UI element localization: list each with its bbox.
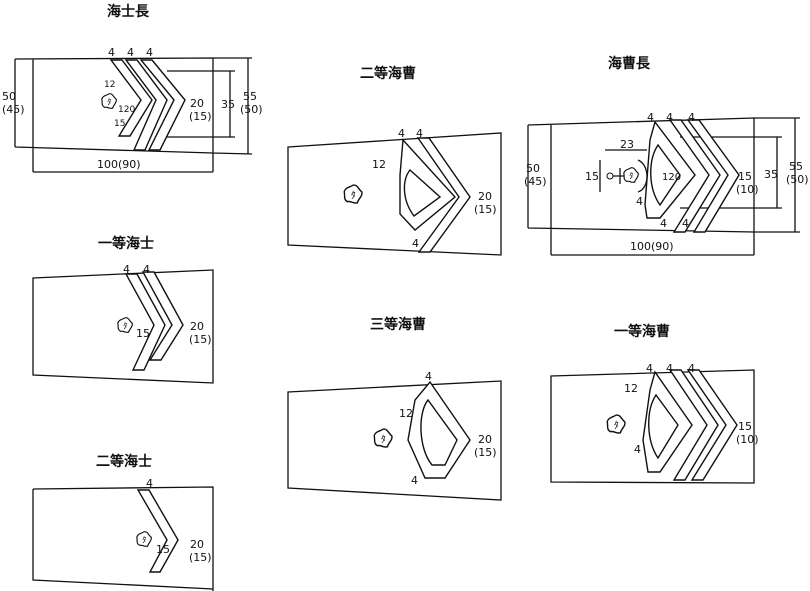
dimension-labels: 4 12 20 (15) 4 [399,370,497,487]
svg-text:(50): (50) [786,173,809,186]
chevron-stripe [407,380,471,479]
panel-title: 二等海曹 [360,65,416,82]
dimension-labels: 4 4 4 12 4 15 (10) [624,362,759,456]
cherry-blossom-icon [117,317,133,333]
panel-ittokaiso: 一等海曹 4 4 4 12 4 15 (10) [550,323,759,484]
svg-text:35: 35 [764,168,778,181]
dimension-labels: 4 4 15 20 (15) [123,263,212,346]
svg-text:4: 4 [688,362,695,375]
svg-text:4: 4 [411,474,418,487]
panel-title: 一等海曹 [614,323,670,340]
panel-nitokaishi: 二等海士 4 15 20 (15) [32,453,214,591]
svg-text:4: 4 [146,477,153,490]
panel-santokaiso: 三等海曹 4 12 20 (15) 4 [287,316,502,501]
dimension-labels: 4 4 4 12 120 15 20 (15) 50 (45) 35 55 (5… [2,46,263,171]
svg-text:15: 15 [114,119,125,129]
svg-text:23: 23 [620,138,634,151]
svg-text:4: 4 [660,217,667,230]
chevron-stripes [642,369,738,481]
svg-text:4: 4 [647,111,654,124]
svg-text:4: 4 [634,443,641,456]
svg-text:(10): (10) [736,183,759,196]
panel-title: 海曹長 [608,55,651,72]
svg-text:15: 15 [156,543,170,556]
panel-kaisocho: 海曹長 4 4 4 23 15 120 4 4 4 15 (10) 35 55 [524,55,809,256]
svg-text:20: 20 [190,97,204,110]
panel-title: 二等海士 [96,453,152,470]
svg-text:4: 4 [636,195,643,208]
svg-text:15: 15 [136,327,150,340]
panel-kaishicho: 海士長 4 4 4 12 120 15 20 (15) 50 (45) 35 5… [2,3,263,173]
svg-text:120: 120 [662,172,681,183]
anchor-and-blossom-icon [606,159,648,193]
svg-text:4: 4 [108,46,115,59]
svg-text:15: 15 [585,170,599,183]
chevron-stripe [136,489,179,573]
svg-text:(15): (15) [189,333,212,346]
cherry-blossom-icon [136,531,152,547]
svg-text:4: 4 [666,111,673,124]
cherry-blossom-icon [606,414,626,434]
svg-text:(15): (15) [474,446,497,459]
svg-text:4: 4 [127,46,134,59]
svg-text:4: 4 [412,237,419,250]
panel-title: 三等海曹 [370,316,426,333]
svg-text:12: 12 [624,382,638,395]
svg-text:4: 4 [398,127,405,140]
svg-text:35: 35 [221,98,235,111]
svg-text:(15): (15) [189,551,212,564]
svg-text:4: 4 [682,217,689,230]
svg-text:20: 20 [478,433,492,446]
dimension-labels: 4 4 12 20 (15) 4 [372,127,497,250]
panel-nitokaiso: 二等海曹 4 4 12 20 (15) 4 [287,65,502,256]
svg-text:55: 55 [789,160,803,173]
cherry-blossom-icon [343,184,363,204]
chevron-stripes [644,119,740,233]
panel-ittokaishi: 一等海士 4 4 15 20 (15) [32,235,214,384]
svg-text:(50): (50) [240,103,263,116]
svg-text:(15): (15) [474,203,497,216]
dimension-lines [14,57,253,173]
panel-title: 海士長 [107,3,150,20]
svg-text:(45): (45) [2,103,25,116]
svg-text:55: 55 [243,90,257,103]
svg-text:100(90): 100(90) [97,158,141,171]
svg-text:12: 12 [399,407,413,420]
svg-text:4: 4 [425,370,432,383]
svg-text:50: 50 [2,90,16,103]
svg-text:20: 20 [478,190,492,203]
svg-text:50: 50 [526,162,540,175]
svg-text:120: 120 [118,105,135,115]
svg-text:15: 15 [738,420,752,433]
svg-text:4: 4 [416,127,423,140]
cherry-blossom-icon [101,93,117,109]
svg-text:4: 4 [646,362,653,375]
dimension-labels: 4 15 20 (15) [146,477,212,564]
cherry-blossom-icon [373,428,393,448]
svg-text:4: 4 [143,263,150,276]
dimension-labels: 4 4 4 23 15 120 4 4 4 15 (10) 35 55 (50)… [524,111,809,253]
svg-text:(15): (15) [189,110,212,123]
svg-text:20: 20 [190,320,204,333]
svg-text:15: 15 [738,170,752,183]
svg-text:100(90): 100(90) [630,240,674,253]
chevron-stripes [109,59,186,151]
svg-text:4: 4 [666,362,673,375]
svg-text:4: 4 [688,111,695,124]
svg-text:12: 12 [104,80,115,90]
svg-text:(10): (10) [736,433,759,446]
chevron-stripes [399,137,471,253]
svg-text:(45): (45) [524,175,547,188]
svg-text:20: 20 [190,538,204,551]
svg-text:12: 12 [372,158,386,171]
svg-text:4: 4 [146,46,153,59]
panel-title: 一等海士 [98,235,154,252]
svg-text:4: 4 [123,263,130,276]
chevron-stripes [124,271,184,371]
